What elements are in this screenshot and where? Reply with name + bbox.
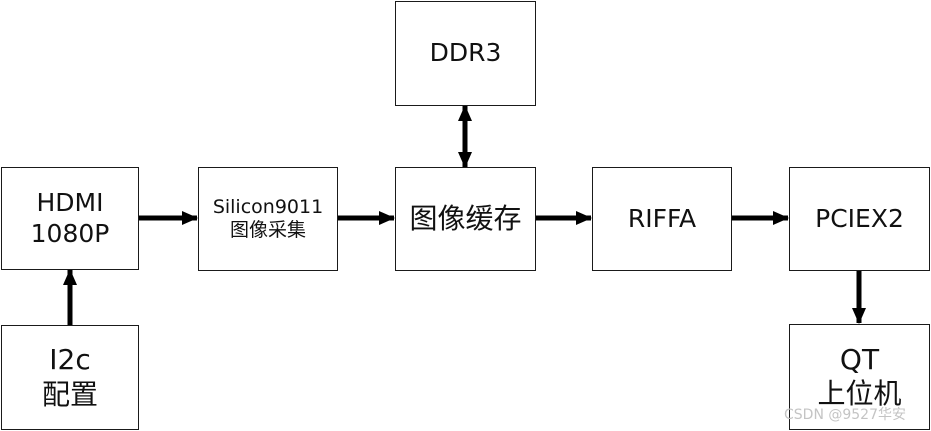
- ddr3-label: DDR3: [429, 38, 502, 68]
- i2c-config-block: I2c 配置: [1, 325, 139, 430]
- riffa-block: RIFFA: [592, 167, 732, 271]
- i2c-label-line1: I2c: [49, 343, 91, 377]
- silicon9011-capture-block: Silicon9011 图像采集: [198, 167, 338, 271]
- hdmi-1080p-block: HDMI 1080P: [1, 167, 139, 270]
- watermark: CSDN @9527华安: [784, 407, 906, 423]
- image-buffer-block: 图像缓存: [395, 167, 536, 271]
- pciex2-label: PCIEX2: [815, 203, 904, 233]
- pciex2-block: PCIEX2: [789, 167, 930, 271]
- qt-host-block: QT 上位机: [789, 324, 930, 430]
- i2c-label-line2: 配置: [41, 377, 98, 411]
- hdmi-label-line1: HDMI: [36, 188, 104, 217]
- riffa-label: RIFFA: [627, 203, 697, 233]
- hdmi-label-line2: 1080P: [30, 218, 110, 248]
- ddr3-block: DDR3: [395, 1, 536, 106]
- silicon-label-line2: 图像采集: [229, 219, 306, 241]
- qt-label-line2: 上位机: [817, 377, 902, 410]
- buffer-label: 图像缓存: [409, 201, 522, 235]
- qt-label-line1: QT: [839, 342, 880, 376]
- silicon-label-line1: Silicon9011: [212, 195, 324, 218]
